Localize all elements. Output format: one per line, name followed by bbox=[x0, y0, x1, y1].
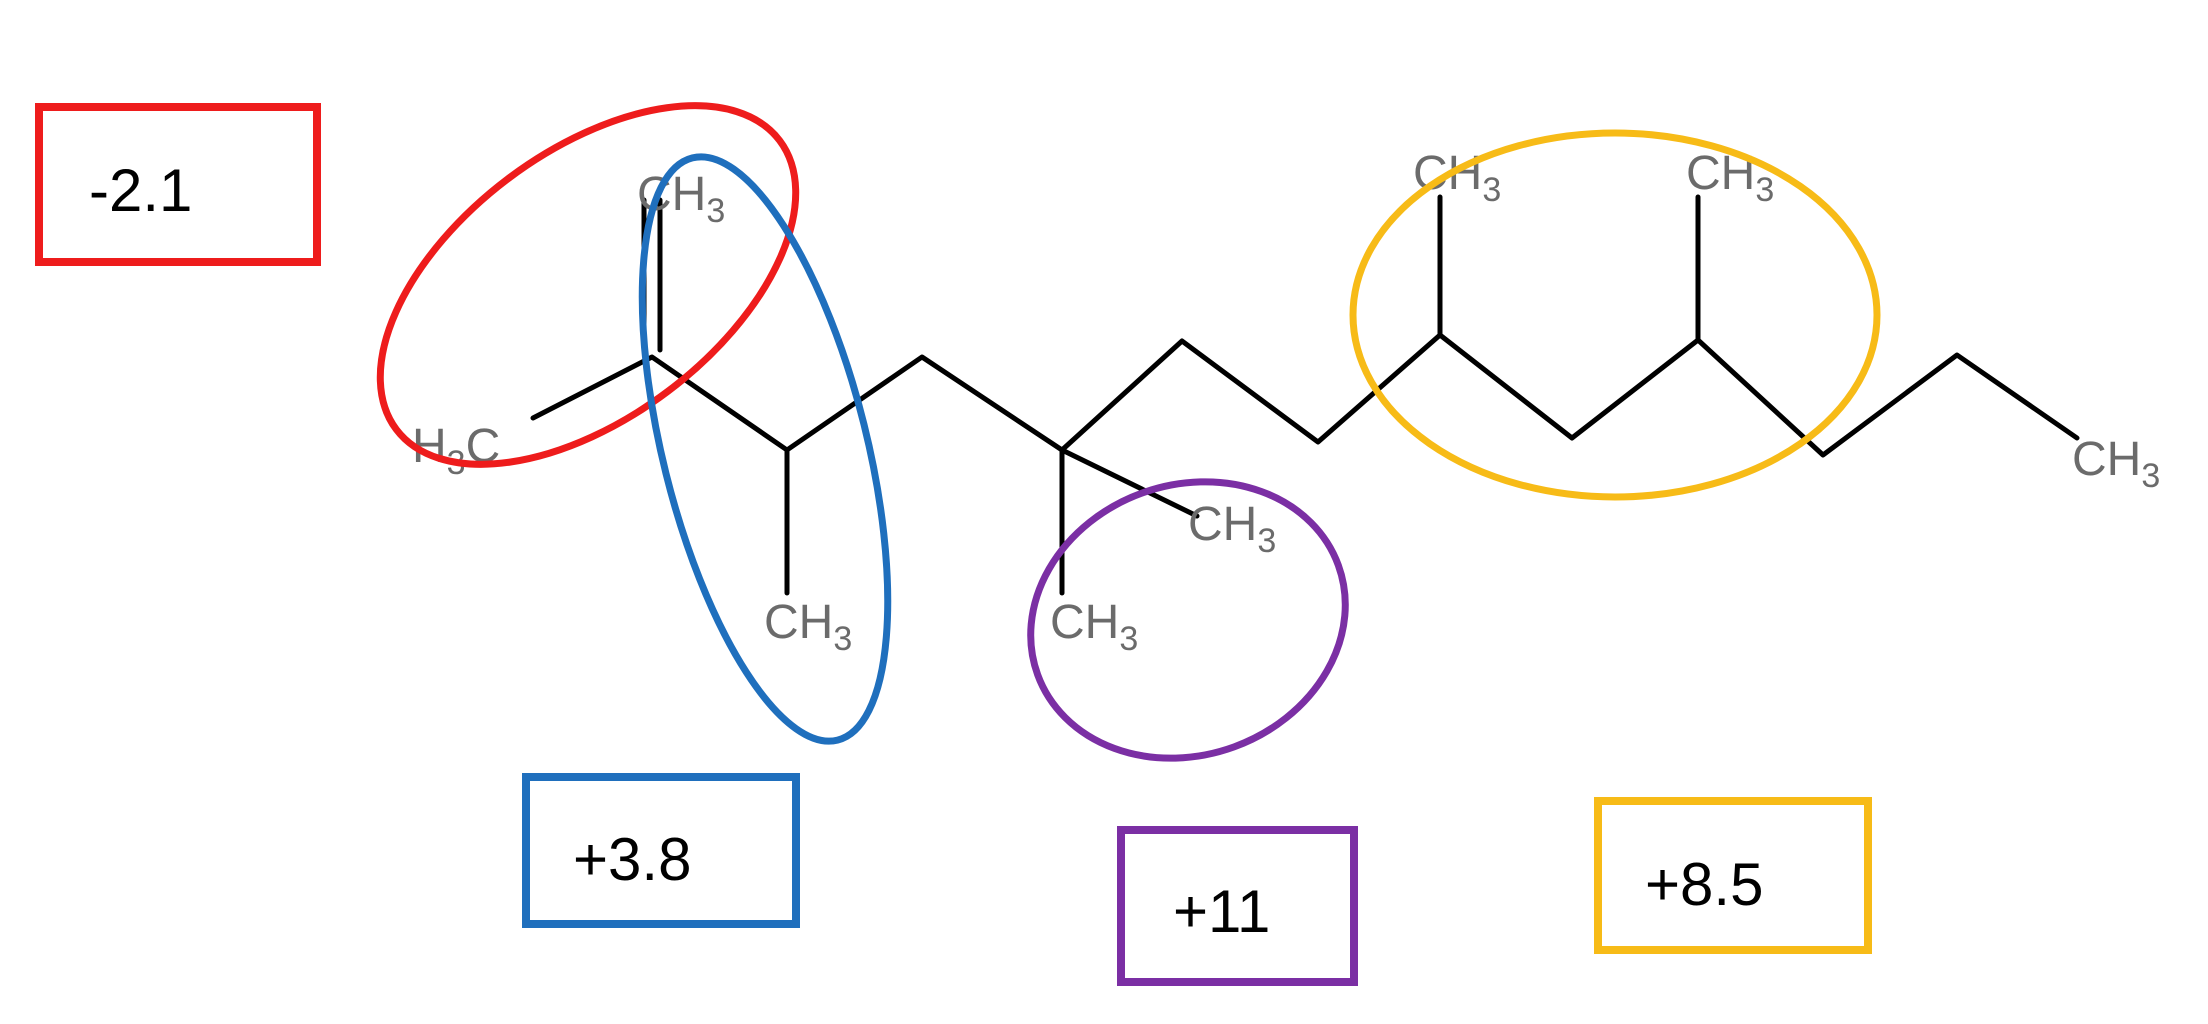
atom-label-ch3-mid-low: CH3 bbox=[764, 596, 852, 658]
bond-ch3-quat-right bbox=[1059, 447, 1200, 519]
value-box-purple-frame bbox=[1117, 826, 1358, 986]
atom-label-ch3-quat-low: CH3 bbox=[1050, 596, 1138, 658]
atom-label-ch3-quat-right: CH3 bbox=[1188, 498, 1276, 560]
atom-label-ch3-end: CH3 bbox=[2072, 433, 2160, 495]
main-chain-bonds bbox=[530, 332, 2080, 458]
red-group-ellipse bbox=[376, 102, 800, 468]
value-yellow: +8.5 bbox=[1645, 851, 1763, 918]
value-box-yellow: +8.5 bbox=[1594, 797, 1872, 954]
value-purple: +11 bbox=[1173, 878, 1270, 945]
value-blue: +3.8 bbox=[573, 826, 691, 893]
value-box-red: -2.1 bbox=[35, 103, 321, 266]
value-box-red-frame bbox=[35, 103, 321, 266]
value-box-blue: +3.8 bbox=[522, 773, 800, 928]
yellow-group-ellipse bbox=[1349, 129, 1881, 501]
atom-label-ch3-top-right: CH3 bbox=[1686, 147, 1774, 209]
value-box-purple: +11 bbox=[1117, 826, 1358, 986]
purple-group-ellipse bbox=[1027, 478, 1349, 762]
value-red: -2.1 bbox=[89, 157, 192, 224]
value-box-yellow-frame bbox=[1594, 797, 1872, 954]
bond-skeleton bbox=[530, 194, 2080, 596]
value-box-blue-frame bbox=[522, 773, 800, 928]
blue-group-ellipse bbox=[638, 153, 892, 745]
